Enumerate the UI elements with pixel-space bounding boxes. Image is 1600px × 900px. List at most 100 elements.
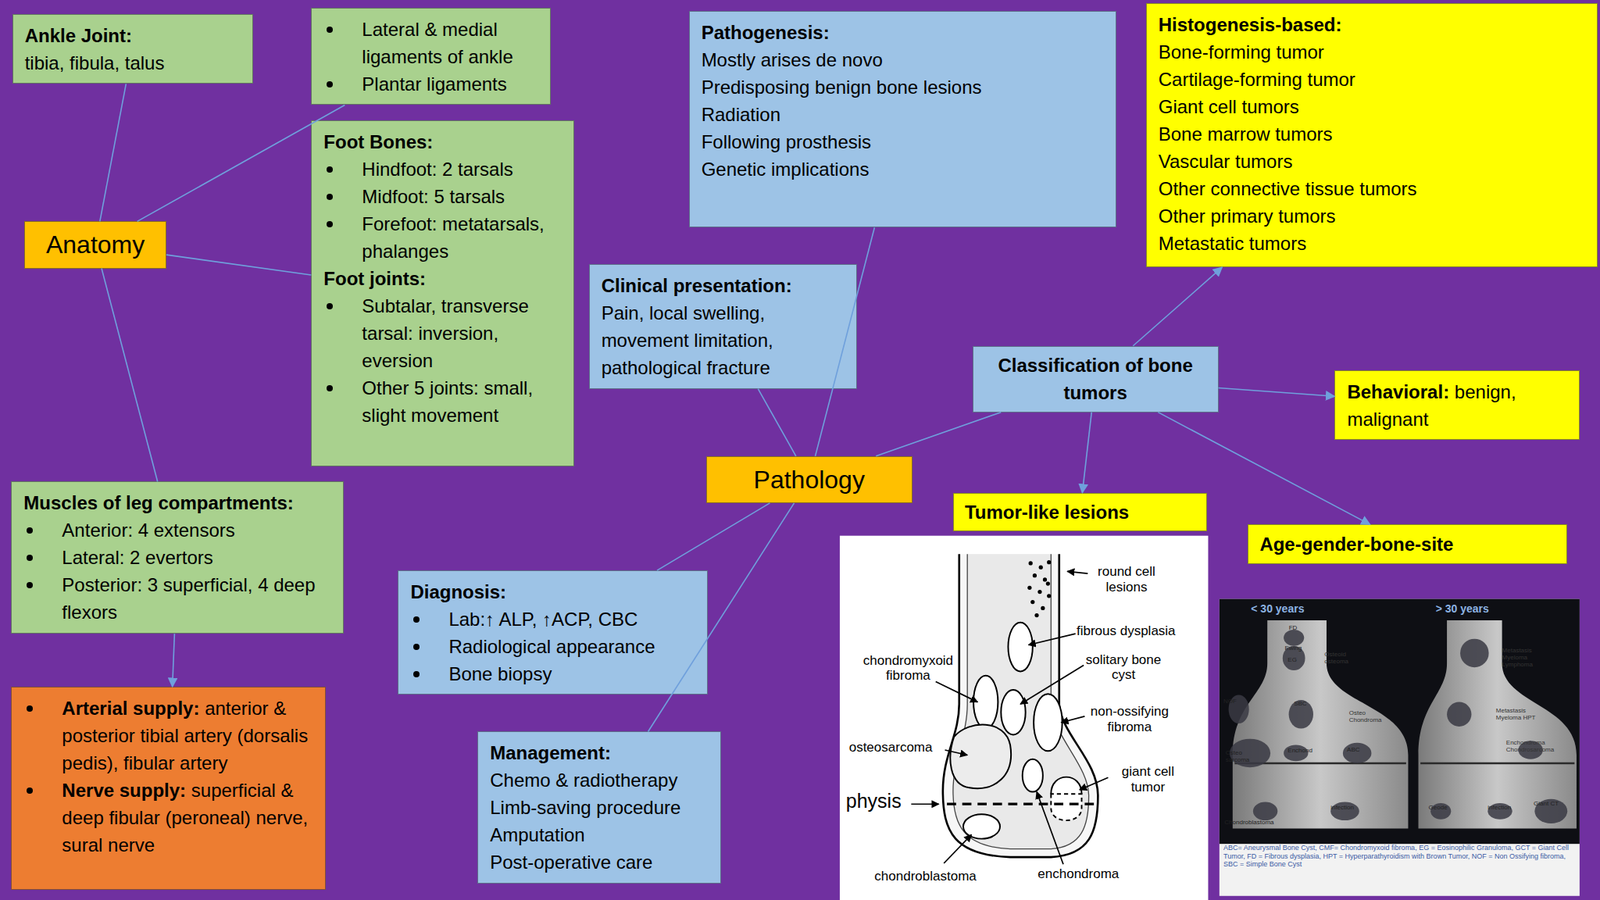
text-group: Age-gender-bone-site: [1259, 530, 1454, 558]
callout-label: Osteo sarcoma: [1225, 749, 1267, 764]
bone-photo: [1418, 620, 1577, 829]
callout-label: Geode: [1428, 803, 1464, 811]
heading-text: Tumor-like lesions: [964, 498, 1129, 526]
topic-box: Management:Chemo & radiotherapyLimb-savi…: [477, 731, 722, 884]
callout-label: chondroblastoma: [874, 868, 1001, 885]
bullet-item: Forefoot: metatarsals, phalanges: [323, 210, 563, 265]
physis-line: [946, 803, 1094, 806]
heading-text: Pathogenesis:: [701, 18, 1105, 47]
body-text: Genetic implications: [701, 155, 1105, 183]
lesion-ellipse: [1022, 759, 1043, 793]
topic-box: Anatomy: [24, 221, 167, 268]
connector-line: [757, 389, 797, 457]
callout-label: Chondroblastoma: [1224, 818, 1296, 826]
lesion-ellipse: [1000, 689, 1025, 735]
body-text: tibia, fibula, talus: [25, 49, 242, 77]
heading-text: Classification of bone tumors: [979, 351, 1212, 407]
topic-box: Clinical presentation:Pain, local swelli…: [589, 264, 858, 389]
lesion-ellipse: [1050, 777, 1082, 795]
body-text: Bone-forming tumor: [1158, 38, 1587, 66]
topic-box: Arterial supply:anterior & posterior tib…: [10, 686, 325, 890]
bullet-item: Anterior: 4 extensors: [23, 516, 333, 544]
photo-background: [1219, 599, 1580, 844]
heading-text: Diagnosis:: [410, 578, 697, 606]
callout-label: ABC: [1346, 746, 1372, 754]
heading-text: Foot joints:: [323, 264, 563, 293]
heading-text: Muscles of leg compartments:: [23, 489, 333, 517]
body-text: Amputation: [489, 821, 710, 849]
callout-label: non-ossifying fibroma: [1081, 703, 1178, 735]
topic-box: Ankle Joint:tibia, fibula, talus: [12, 14, 254, 84]
bullet-item: Lateral: 2 evertors: [23, 543, 333, 572]
callout-label: > 30 years: [1435, 602, 1529, 615]
callout-label: Osteo Chondroma: [1349, 709, 1393, 724]
callout-label: Enchond: [1287, 746, 1325, 754]
bullet-item: Hindfoot: 2 tarsals: [323, 155, 563, 183]
topic-box: Age-gender-bone-site: [1247, 524, 1568, 565]
body-text: Pain, local swelling, movement limitatio…: [601, 299, 847, 382]
callout-label: ABC= Aneurysmal Bone Cyst, CMF= Chondrom…: [1223, 843, 1576, 868]
topic-box: Tumor-like lesions: [953, 492, 1208, 533]
connector-line: [875, 412, 1001, 457]
text-row: Behavioral:benign, malignant: [1346, 378, 1568, 433]
connector-line: [166, 254, 311, 275]
connector-line: [1218, 388, 1336, 397]
connector-line: [172, 633, 175, 687]
bullet-item: Subtalar, transverse tarsal: inversion, …: [323, 292, 563, 375]
age-photo: [1219, 599, 1580, 897]
connector-line: [1132, 267, 1222, 347]
text-group: Pathology: [753, 464, 865, 495]
topic-box: Behavioral:benign, malignant: [1334, 370, 1579, 440]
heading-text: Arterial supply:: [61, 697, 200, 719]
connector-line: [101, 268, 158, 483]
body-text: Vascular tumors: [1158, 147, 1587, 175]
callout-label: infection: [1330, 803, 1372, 811]
heading-text: Ankle Joint:: [25, 21, 242, 50]
callout-label: round cell lesions: [1087, 564, 1165, 595]
bullet-item: Plantar ligaments: [323, 70, 540, 98]
topic-box: Foot Bones:Hindfoot: 2 tarsalsMidfoot: 5…: [310, 120, 575, 467]
topic-box: Pathology: [706, 456, 913, 504]
topic-box: Lateral & medial ligaments of anklePlant…: [310, 7, 551, 105]
topic-box: Classification of bone tumors: [972, 346, 1219, 413]
connector-line: [100, 83, 126, 222]
text-row: Nerve supply:superficial & deep fibular …: [23, 776, 314, 859]
callout-label: SBC: [1293, 700, 1321, 708]
bullet-item: Midfoot: 5 tarsals: [323, 182, 563, 211]
heading-text: Foot Bones:: [323, 128, 563, 156]
connector-line: [1082, 412, 1092, 493]
topic-box: Pathogenesis:Mostly arises de novoPredis…: [689, 10, 1117, 228]
topic-box: Diagnosis:Lab:↑ ALP, ↑ACP, CBCRadiologic…: [397, 570, 708, 695]
lesion-ellipse: [1007, 622, 1033, 672]
heading-text: Nerve supply:: [61, 779, 186, 801]
callout-label: < 30 years: [1250, 602, 1343, 615]
image-panel: [839, 535, 1209, 900]
lesion-ellipse: [1050, 793, 1082, 821]
lesion-spots: [1228, 629, 1568, 824]
bone-outline: [942, 553, 1099, 858]
callout-label: Enchondroma Chondrosarcoma: [1506, 739, 1574, 754]
connector-line: [657, 503, 770, 571]
physis-line: [1234, 762, 1575, 765]
callout-label: osteosarcoma: [849, 739, 956, 756]
body-text: Following prosthesis: [701, 128, 1105, 156]
lesion-ellipse: [963, 814, 1000, 839]
body-text: Limb-saving procedure: [489, 793, 710, 822]
callout-label: solitary bone cyst: [1079, 652, 1168, 683]
text-group: Anatomy: [46, 229, 145, 260]
body-text: Cartilage-forming tumor: [1158, 65, 1587, 93]
lesion-ellipse: [1033, 693, 1063, 751]
lesion-ellipse: [950, 724, 1011, 789]
callout-label: enchondroma: [1037, 866, 1150, 883]
body-text: Mostly arises de novo: [701, 46, 1105, 74]
callout-label: physis: [846, 789, 912, 813]
heading-text: Behavioral:: [1346, 381, 1450, 403]
heading-text: Age-gender-bone-site: [1259, 530, 1454, 558]
bullet-item: Lab:↑ ALP, ↑ACP, CBC: [410, 605, 697, 633]
callout-label: chondromyxoid fibroma: [850, 653, 967, 684]
leader-lines: [910, 571, 1108, 865]
callout-label: giant cell tumor: [1106, 764, 1190, 795]
callout-label: infection: [1487, 803, 1529, 811]
callout-label: FD: [1289, 624, 1312, 632]
